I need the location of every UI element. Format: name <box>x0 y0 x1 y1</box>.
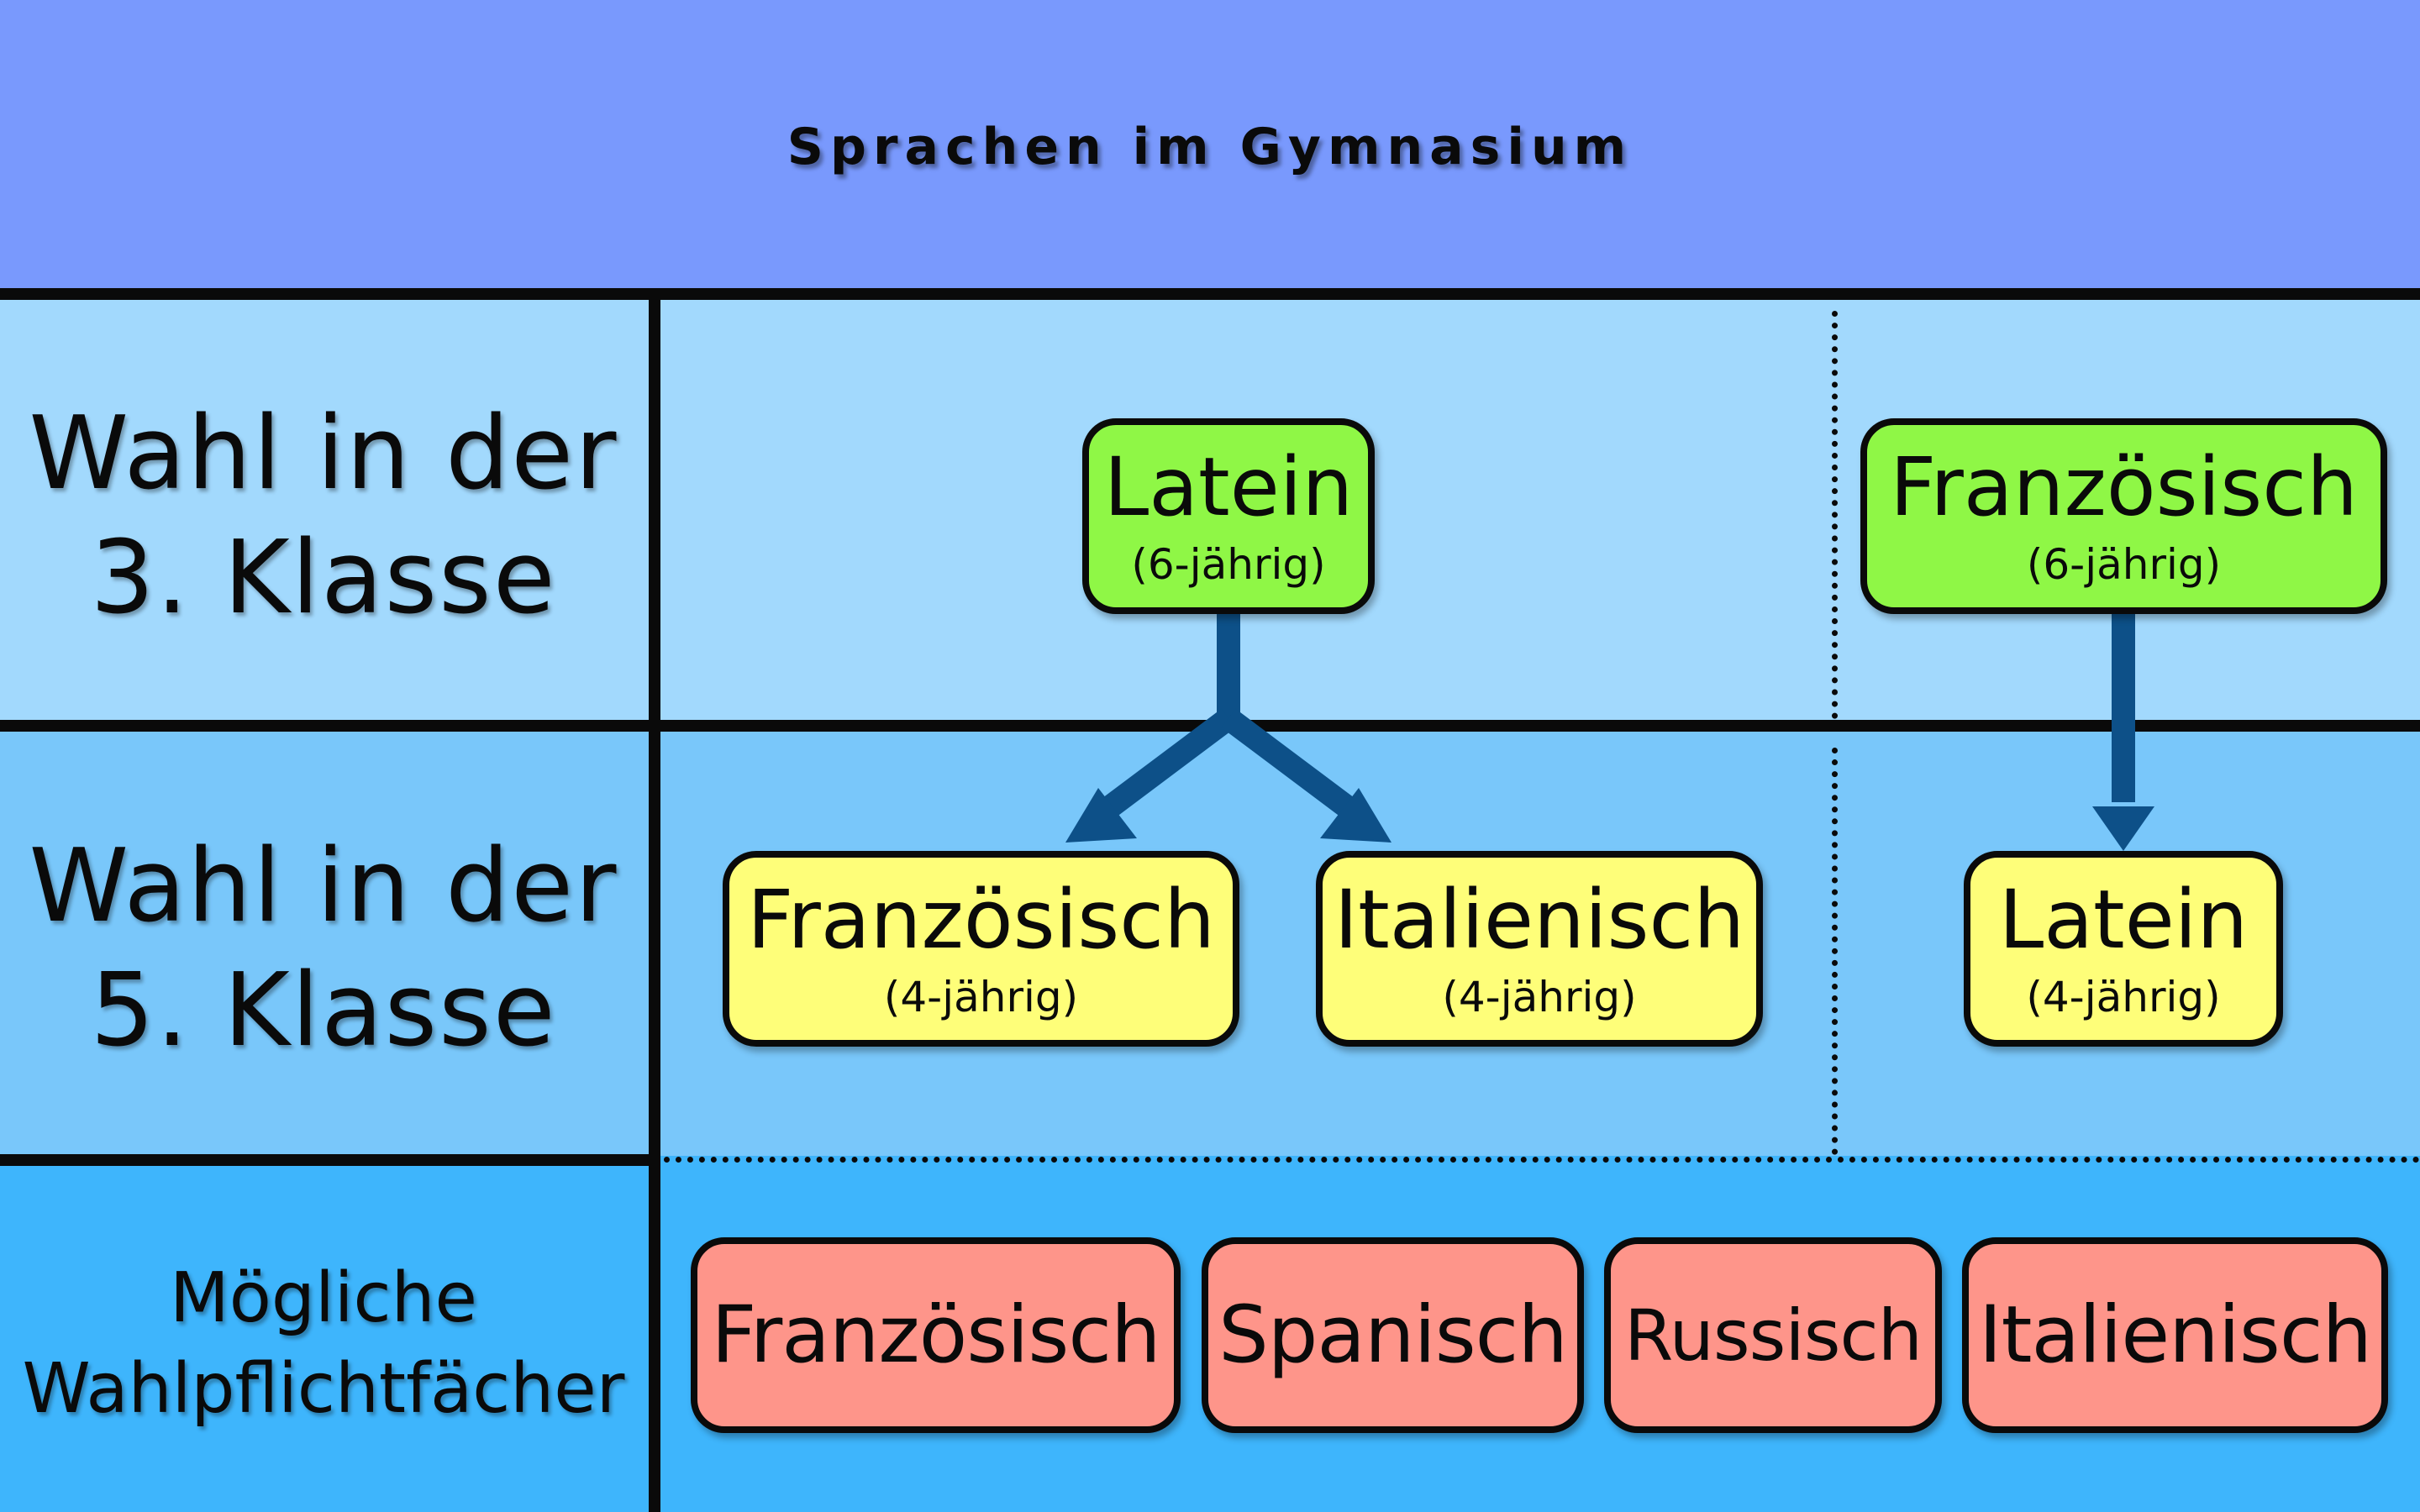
row-label-elective-line2: Wahlpflichtfächer <box>22 1349 625 1429</box>
track-divider-lower <box>1832 748 1838 1155</box>
node-latein-4-duration: (4-jährig) <box>2026 972 2221 1021</box>
node-latein-6: Latein (6-jährig) <box>1082 418 1375 614</box>
row-divider-3-5 <box>0 720 2420 732</box>
row-label-class5-line2: 5. Klasse <box>90 953 557 1069</box>
node-franz-4-name: Französisch <box>747 872 1215 967</box>
node-franz-6: Französisch (6-jährig) <box>1860 418 2387 614</box>
node-ital-4-name: Italienisch <box>1334 872 1745 967</box>
row-label-class3: Wahl in der 3. Klasse <box>0 391 647 643</box>
row-label-elective: Mögliche Wahlpflichtfächer <box>0 1252 647 1436</box>
node-franz-4: Französisch (4-jährig) <box>723 851 1239 1047</box>
row-divider-5-elective-dotted <box>664 1157 2420 1163</box>
title-divider <box>0 288 2420 300</box>
node-franz-6-duration: (6-jährig) <box>2026 539 2222 589</box>
title-band: Sprachen im Gymnasium <box>0 0 2420 291</box>
node-latein-6-duration: (6-jährig) <box>1131 539 1326 589</box>
elective-italienisch-label: Italienisch <box>1978 1289 2372 1381</box>
node-latein-4: Latein (4-jährig) <box>1964 851 2283 1047</box>
elective-russisch: Russisch <box>1604 1237 1942 1433</box>
node-latein-6-name: Latein <box>1103 439 1354 534</box>
row-label-class5: Wahl in der 5. Klasse <box>0 823 647 1075</box>
node-ital-4: Italienisch (4-jährig) <box>1316 851 1763 1047</box>
page-title: Sprachen im Gymnasium <box>786 118 1634 176</box>
row-label-class5-line1: Wahl in der <box>29 828 618 945</box>
node-latein-4-name: Latein <box>1998 872 2249 967</box>
row-label-class3-line1: Wahl in der <box>29 396 618 512</box>
elective-spanisch: Spanisch <box>1202 1237 1584 1433</box>
row-divider-5-elective-label <box>0 1154 660 1166</box>
elective-spanisch-label: Spanisch <box>1218 1289 1568 1381</box>
row-label-class3-line2: 3. Klasse <box>90 520 557 637</box>
row-label-elective-line1: Mögliche <box>169 1258 478 1338</box>
node-franz-6-name: Französisch <box>1890 439 2358 534</box>
node-franz-4-duration: (4-jährig) <box>883 972 1079 1021</box>
elective-italienisch: Italienisch <box>1962 1237 2388 1433</box>
track-divider-upper <box>1832 311 1838 719</box>
elective-franzoesisch-label: Französisch <box>711 1289 1160 1381</box>
elective-franzoesisch: Französisch <box>691 1237 1181 1433</box>
node-ital-4-duration: (4-jährig) <box>1442 972 1637 1021</box>
elective-russisch-label: Russisch <box>1624 1294 1923 1377</box>
label-column-divider <box>649 291 660 1512</box>
